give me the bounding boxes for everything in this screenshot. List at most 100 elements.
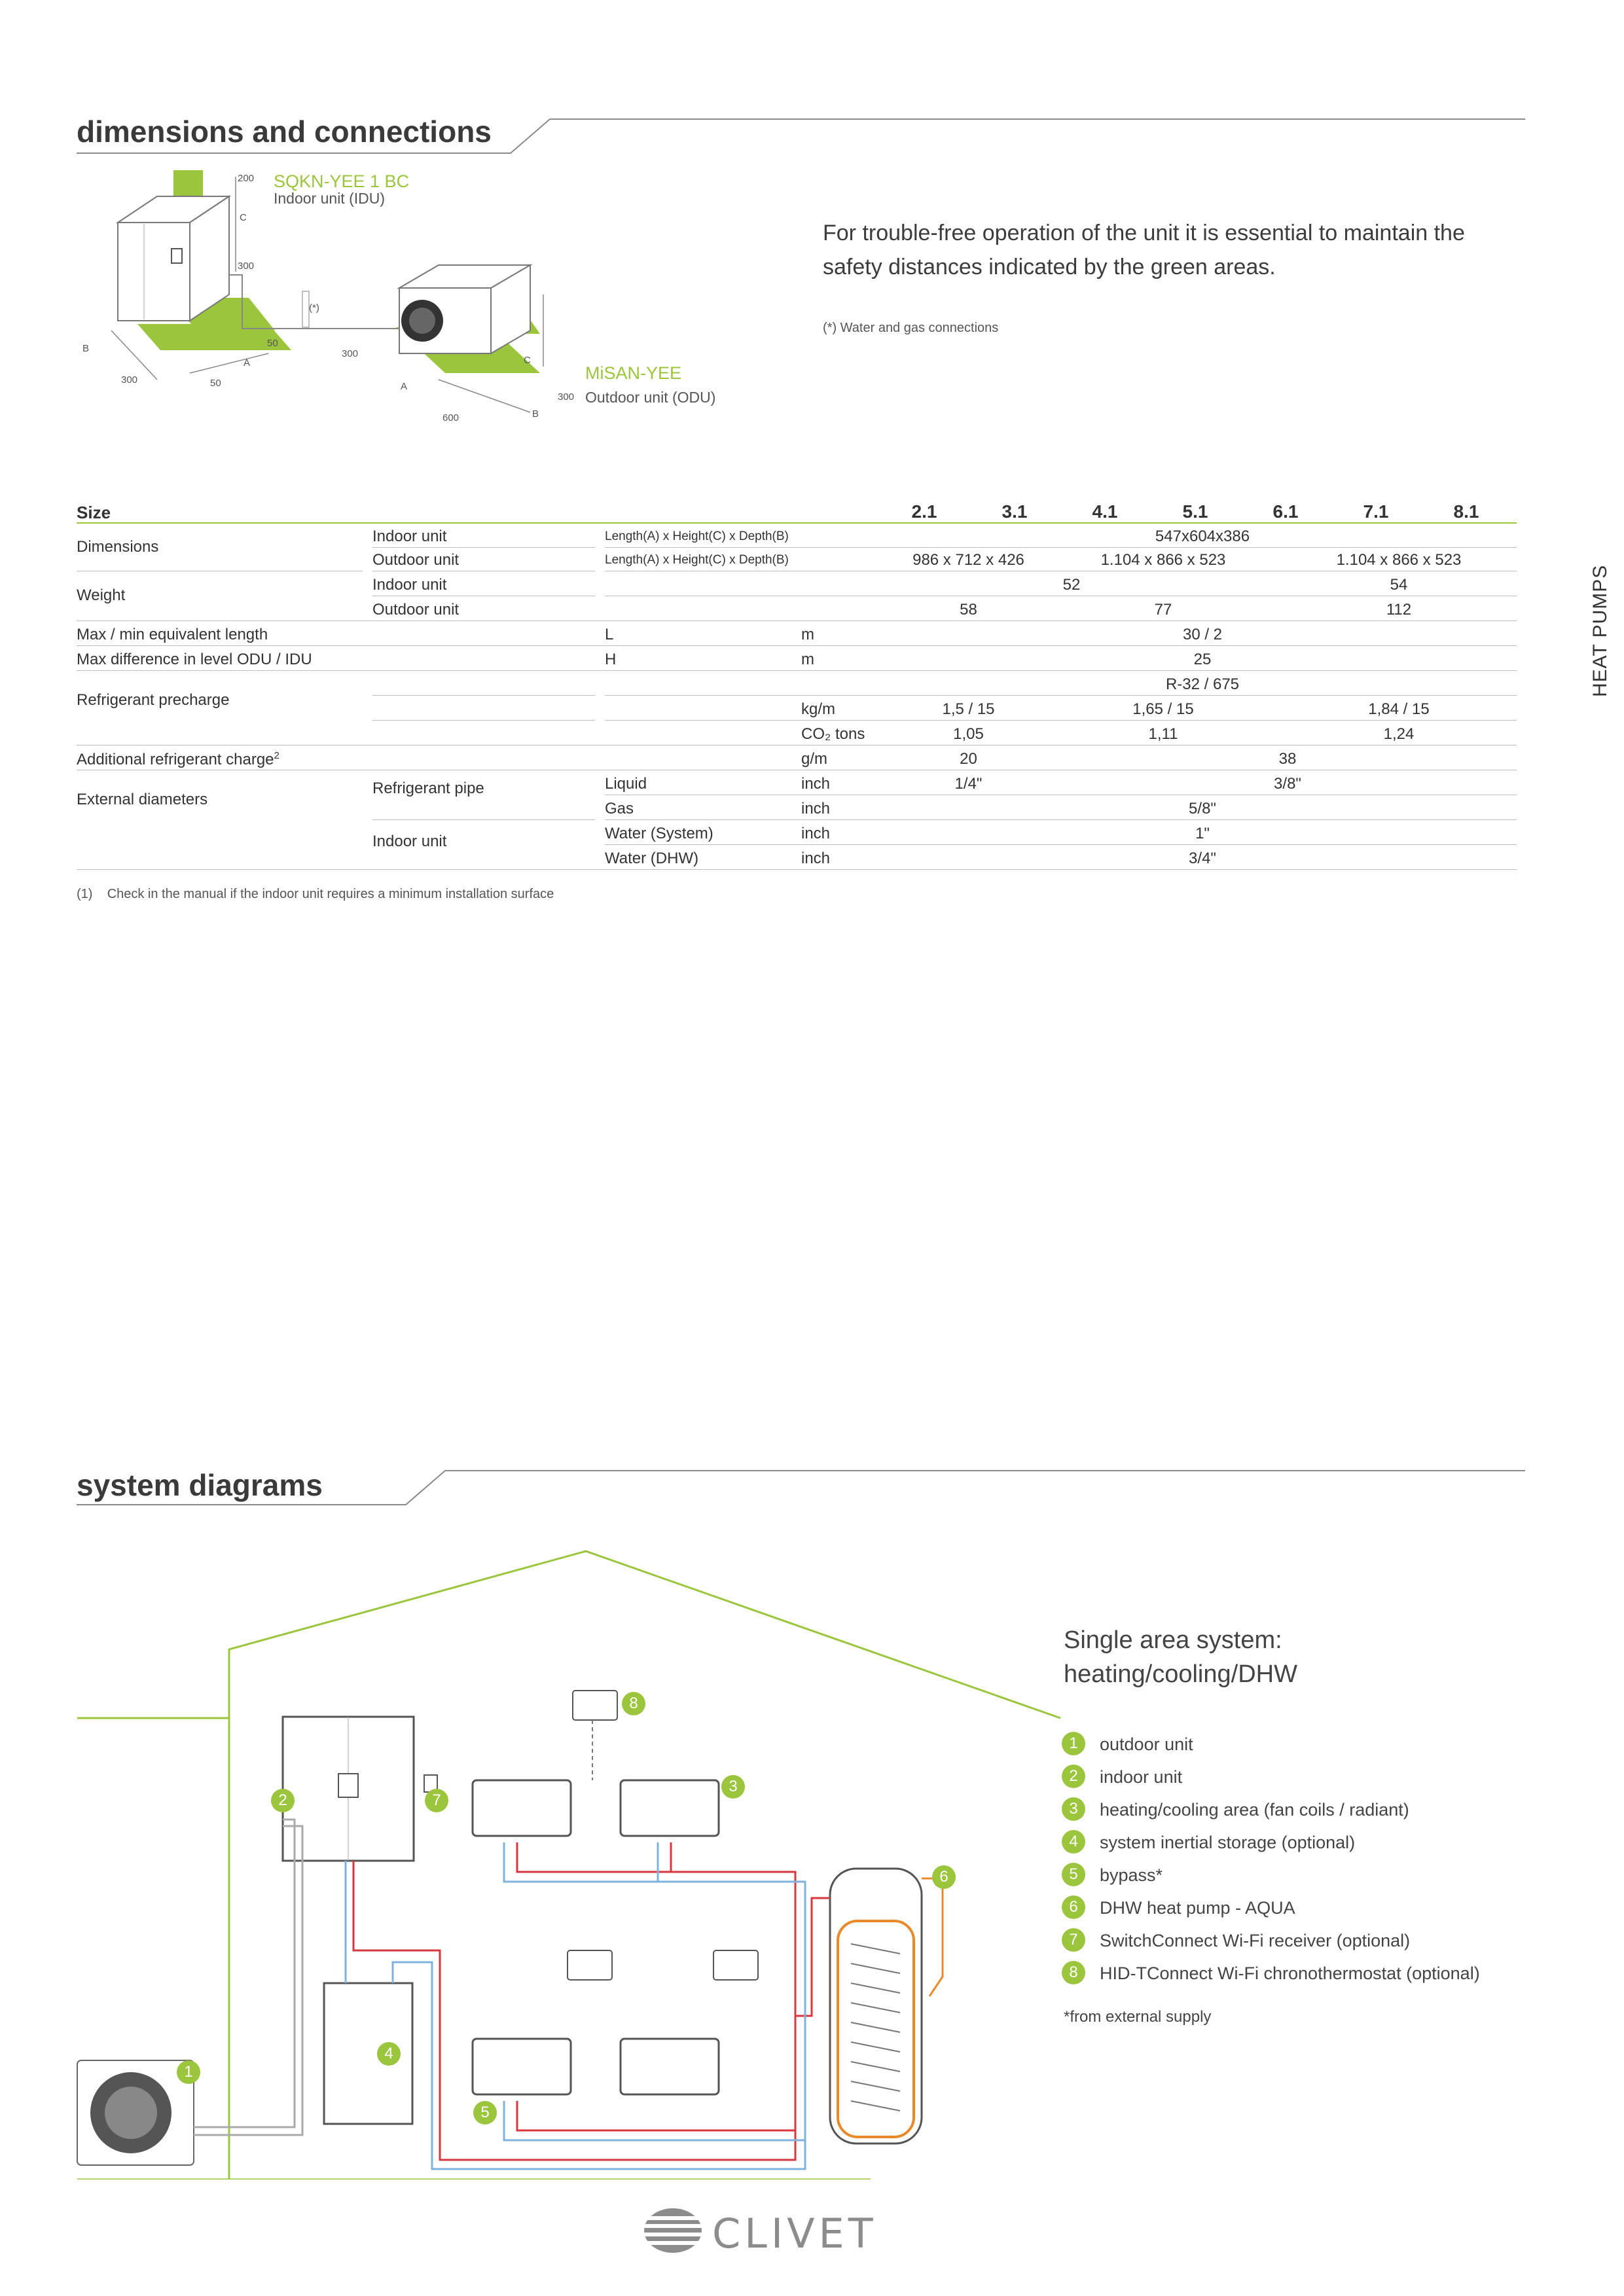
odu-model: MiSAN-YEE bbox=[585, 363, 682, 383]
maxdiff-sym: H bbox=[605, 651, 617, 668]
odu-desc: Outdoor unit (ODU) bbox=[585, 389, 716, 406]
ext-wsys-val: 1" bbox=[1195, 825, 1210, 842]
row-label-maxdiff: Max difference in level ODU / IDU bbox=[77, 651, 312, 668]
table-row-refrig-gas: R-32 / 675 bbox=[77, 672, 1517, 696]
footnote-text: Check in the manual if the indoor unit r… bbox=[107, 887, 554, 901]
ext-wdhw-val: 3/4" bbox=[1189, 850, 1216, 867]
legend-badge-2: 2 bbox=[1062, 1765, 1085, 1788]
diagram-badge-3: 3 bbox=[721, 1775, 745, 1799]
diagram-badge-5: 5 bbox=[473, 2101, 497, 2125]
clivet-logo-icon bbox=[644, 2208, 702, 2253]
weight-outdoor-val-3: 112 bbox=[1386, 601, 1412, 619]
section-title-system: system diagrams bbox=[77, 1468, 323, 1502]
ext-wsys-unit: inch bbox=[801, 825, 831, 842]
refrig-val2-3: 1,24 bbox=[1383, 725, 1415, 743]
ext-wsys-label: Water (System) bbox=[605, 825, 713, 842]
legend-label-1: outdoor unit bbox=[1100, 1734, 1193, 1754]
row-label-weight: Weight bbox=[77, 586, 126, 604]
intro-note: (*) Water and gas connections bbox=[823, 321, 999, 335]
legend-title: Single area system: heating/cooling/DHW bbox=[1064, 1623, 1297, 1691]
refrig-val1-2: 1,65 / 15 bbox=[1132, 700, 1194, 718]
table-row-dimensions-indoor: Dimensions Indoor unit Length(A) x Heigh… bbox=[77, 524, 1517, 556]
addl-unit: g/m bbox=[801, 750, 828, 768]
legend-badge-5: 5 bbox=[1062, 1863, 1085, 1886]
refrig-gas: R-32 / 675 bbox=[1165, 675, 1240, 693]
table-row-ext-wsys: Indoor unit Water (System) inch 1" bbox=[77, 821, 1517, 850]
dim-b2: B bbox=[532, 408, 539, 420]
legend-label-5: bypass* bbox=[1100, 1865, 1163, 1885]
dim-c1: C bbox=[240, 212, 247, 223]
legend-label-2: indoor unit bbox=[1100, 1767, 1183, 1787]
weight-outdoor-val-2: 77 bbox=[1154, 601, 1172, 619]
dim-a1: A bbox=[244, 357, 251, 368]
table-footnote: (1) Check in the manual if the indoor un… bbox=[77, 887, 554, 902]
side-label: HEAT PUMPS bbox=[1589, 564, 1611, 697]
ext-liquid-unit: inch bbox=[801, 775, 831, 793]
legend-badge-6: 6 bbox=[1062, 1895, 1085, 1919]
addl-sup: 2 bbox=[274, 750, 280, 761]
legend-label-8: HID-TConnect Wi-Fi chronothermostat (opt… bbox=[1100, 1964, 1480, 1983]
dim-star: (*) bbox=[309, 302, 319, 314]
dim-600: 600 bbox=[442, 412, 460, 423]
weight-outdoor-val-1: 58 bbox=[960, 601, 977, 619]
table-row-ext-liquid: Liquid inch 1/4" 3/8" bbox=[77, 771, 1517, 796]
section-divider-2 bbox=[77, 1470, 1525, 1505]
intro-text: For trouble-free operation of the unit i… bbox=[823, 221, 1465, 279]
idu-desc: Indoor unit (IDU) bbox=[274, 190, 386, 207]
addl-label: Additional refrigerant charge bbox=[77, 751, 274, 768]
dim-b1: B bbox=[82, 343, 90, 354]
dim-indoor-val: 547x604x386 bbox=[1155, 528, 1250, 545]
row-label-refrig: Refrigerant precharge bbox=[77, 691, 230, 709]
dim-outdoor-val-1: 986 x 712 x 426 bbox=[912, 551, 1024, 569]
ext-pipe-label: Refrigerant pipe bbox=[372, 780, 484, 797]
size-col-1: 2.1 bbox=[911, 501, 937, 522]
legend-badge-7: 7 bbox=[1062, 1928, 1085, 1952]
dim-300b: 300 bbox=[121, 374, 138, 386]
size-col-2: 3.1 bbox=[1001, 501, 1028, 522]
brand-logo: CLIVET bbox=[641, 2204, 956, 2257]
ext-gas-val: 5/8" bbox=[1189, 800, 1216, 817]
row-label-addl: Additional refrigerant charge2 bbox=[77, 750, 280, 769]
legend-label-3: heating/cooling area (fan coils / radian… bbox=[1100, 1800, 1409, 1820]
legend-badge-1: 1 bbox=[1062, 1732, 1085, 1755]
legend-badge-3: 3 bbox=[1062, 1797, 1085, 1821]
weight-indoor-val-1: 52 bbox=[1062, 576, 1081, 594]
row-label-ext: External diameters bbox=[77, 791, 208, 808]
table-row-weight-outdoor: Outdoor unit 58 77 112 bbox=[77, 597, 1517, 622]
table-row-weight-indoor: Weight Indoor unit 52 54 bbox=[77, 572, 1517, 604]
size-label: Size bbox=[77, 503, 111, 522]
legend-label-4: system inertial storage (optional) bbox=[1100, 1833, 1356, 1852]
dim-300a: 300 bbox=[238, 260, 255, 272]
table-row-maxdiff: Max difference in level ODU / IDU H m 25 bbox=[77, 647, 1517, 672]
dim-c2: C bbox=[524, 355, 531, 366]
diagram-badge-8: 8 bbox=[622, 1692, 645, 1715]
weight-indoor-label: Indoor unit bbox=[372, 576, 447, 594]
legend-label-6: DHW heat pump - AQUA bbox=[1100, 1898, 1295, 1918]
dim-300d: 300 bbox=[558, 391, 575, 403]
dim-a2: A bbox=[401, 381, 408, 392]
dim-indoor-lhd: Length(A) x Height(C) x Depth(B) bbox=[605, 529, 789, 543]
maxmin-unit: m bbox=[801, 626, 814, 643]
dim-300c: 300 bbox=[342, 348, 359, 359]
row-label-maxmin: Max / min equivalent length bbox=[77, 626, 268, 643]
maxmin-sym: L bbox=[605, 626, 614, 643]
diagram-badge-2: 2 bbox=[271, 1789, 295, 1812]
ext-liquid-val-2: 3/8" bbox=[1274, 775, 1301, 793]
ext-liquid-label: Liquid bbox=[605, 775, 647, 793]
maxmin-val: 30 / 2 bbox=[1182, 626, 1223, 643]
refrig-val2-2: 1,11 bbox=[1148, 725, 1178, 743]
section-title-dimensions: dimensions and connections bbox=[77, 115, 492, 149]
legend-list: 1 outdoor unit 2 indoor unit 3 heating/cool… bbox=[1062, 1732, 1585, 1994]
table-row-refrig-co2: CO₂ tons 1,05 1,11 1,24 bbox=[77, 721, 1517, 746]
ext-gas-unit: inch bbox=[801, 800, 831, 817]
refrig-unit1: kg/m bbox=[801, 700, 836, 718]
legend-badge-4: 4 bbox=[1062, 1830, 1085, 1854]
legend-title-line2: heating/cooling/DHW bbox=[1064, 1660, 1297, 1688]
maxdiff-unit: m bbox=[801, 651, 814, 668]
dim-outdoor-label: Outdoor unit bbox=[372, 551, 460, 569]
dim-outdoor-lhd: Length(A) x Height(C) x Depth(B) bbox=[605, 553, 789, 567]
addl-val-2: 38 bbox=[1278, 750, 1297, 768]
system-diagram bbox=[77, 1550, 1061, 2179]
ext-indoor-label: Indoor unit bbox=[372, 833, 447, 850]
weight-indoor-val-2: 54 bbox=[1390, 576, 1408, 594]
